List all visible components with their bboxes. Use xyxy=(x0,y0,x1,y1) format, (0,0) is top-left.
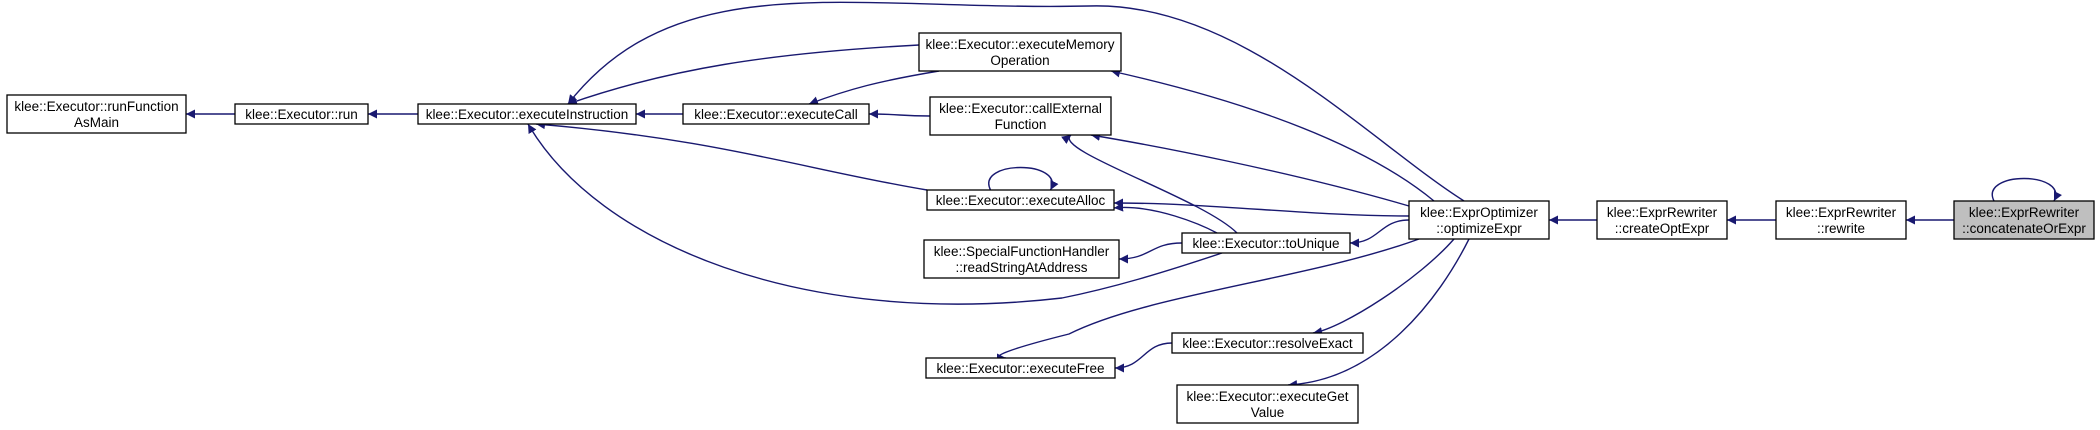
node-box xyxy=(1181,232,1351,254)
node-box xyxy=(417,103,637,125)
edge-executeAlloc-to-executeInstruction xyxy=(535,120,928,191)
node-box xyxy=(1596,200,1728,240)
node-box xyxy=(6,94,187,134)
node-readStringAtAddress[interactable]: klee::SpecialFunctionHandler::readString… xyxy=(923,239,1120,279)
node-box xyxy=(1775,200,1907,240)
edge-executeAlloc-to-executeAlloc xyxy=(988,166,1059,191)
node-label: ::createOptExpr xyxy=(1615,221,1710,236)
node-label: Function xyxy=(995,117,1047,132)
edge-optimizeExpr-to-executeAlloc xyxy=(1113,198,1410,217)
node-label: klee::Executor::callExternal xyxy=(939,101,1102,116)
edges-layer xyxy=(186,1,2063,389)
node-box xyxy=(682,103,870,125)
node-box xyxy=(929,96,1112,136)
edge-concatenateOrExpr-to-concatenateOrExpr xyxy=(1991,177,2063,202)
node-label: ::rewrite xyxy=(1817,221,1865,236)
node-box xyxy=(918,32,1122,72)
node-label: AsMain xyxy=(74,115,119,130)
node-label: klee::Executor::executeFree xyxy=(936,361,1104,376)
nodes-layer: klee::Executor::runFunctionAsMainklee::E… xyxy=(6,32,2095,424)
edge-optimizeExpr-to-resolveExact xyxy=(1312,238,1455,336)
edge-optimizeExpr-to-executeGetValue xyxy=(1287,238,1470,389)
edge-optimizeExpr-to-executeFree xyxy=(996,238,1420,363)
node-createOptExpr[interactable]: klee::ExprRewriter::createOptExpr xyxy=(1596,200,1728,240)
node-box xyxy=(1953,200,2095,240)
node-label: ::concatenateOrExpr xyxy=(1962,221,2086,236)
node-label: klee::ExprOptimizer xyxy=(1420,205,1538,220)
node-executeCall[interactable]: klee::Executor::executeCall xyxy=(682,103,870,125)
edge-optimizeExpr-to-executeInstruction xyxy=(567,1,1465,202)
node-box xyxy=(234,103,369,125)
edge-optimizeExpr-to-executeMemoryOperation xyxy=(1110,68,1435,202)
node-label: klee::Executor::resolveExact xyxy=(1182,336,1353,351)
edge-optimizeExpr-to-callExternalFunction xyxy=(1090,132,1410,207)
edge-toUnique-to-executeAlloc xyxy=(1113,202,1218,234)
node-box xyxy=(1176,384,1359,424)
node-label: klee::Executor::executeCall xyxy=(694,107,858,122)
node-toUnique[interactable]: klee::Executor::toUnique xyxy=(1181,232,1351,254)
node-label: ::optimizeExpr xyxy=(1436,221,1522,236)
node-label: klee::Executor::toUnique xyxy=(1192,236,1339,251)
edge-callExternalFunction-to-executeCall xyxy=(868,109,931,119)
edge-toUnique-to-callExternalFunction xyxy=(1061,134,1238,234)
node-label: ::readStringAtAddress xyxy=(955,260,1087,275)
node-label: klee::Executor::executeMemory xyxy=(925,37,1114,52)
node-label: klee::Executor::executeAlloc xyxy=(936,193,1106,208)
edge-resolveExact-to-executeFree xyxy=(1114,342,1173,373)
edge-optimizeExpr-to-toUnique xyxy=(1349,219,1410,248)
edge-executeMemoryOperation-to-executeCall xyxy=(808,70,940,106)
edge-toUnique-to-readStringAtAddress xyxy=(1118,242,1183,264)
node-label: klee::Executor::run xyxy=(245,107,358,122)
node-label: klee::Executor::executeInstruction xyxy=(426,107,629,122)
node-label: klee::SpecialFunctionHandler xyxy=(934,244,1110,259)
node-label: klee::ExprRewriter xyxy=(1607,205,1718,220)
node-box xyxy=(923,239,1120,279)
node-run[interactable]: klee::Executor::run xyxy=(234,103,369,125)
node-concatenateOrExpr[interactable]: klee::ExprRewriter::concatenateOrExpr xyxy=(1953,200,2095,240)
node-label: klee::Executor::runFunction xyxy=(14,99,178,114)
edge-toUnique-to-executeInstruction xyxy=(527,123,1223,305)
node-label: Value xyxy=(1251,405,1285,420)
node-box xyxy=(1171,332,1364,354)
node-label: klee::Executor::executeGet xyxy=(1186,389,1348,404)
node-optimizeExpr[interactable]: klee::ExprOptimizer::optimizeExpr xyxy=(1408,200,1550,240)
node-label: klee::ExprRewriter xyxy=(1969,205,2080,220)
node-resolveExact[interactable]: klee::Executor::resolveExact xyxy=(1171,332,1364,354)
node-executeInstruction[interactable]: klee::Executor::executeInstruction xyxy=(417,103,637,125)
node-box xyxy=(926,189,1115,211)
node-executeFree[interactable]: klee::Executor::executeFree xyxy=(925,357,1116,379)
node-label: klee::ExprRewriter xyxy=(1786,205,1897,220)
node-label: Operation xyxy=(990,53,1049,68)
node-box xyxy=(1408,200,1550,240)
node-box xyxy=(925,357,1116,379)
node-executeAlloc[interactable]: klee::Executor::executeAlloc xyxy=(926,189,1115,211)
node-rewrite[interactable]: klee::ExprRewriter::rewrite xyxy=(1775,200,1907,240)
edge-executeMemoryOperation-to-executeInstruction xyxy=(567,44,920,106)
